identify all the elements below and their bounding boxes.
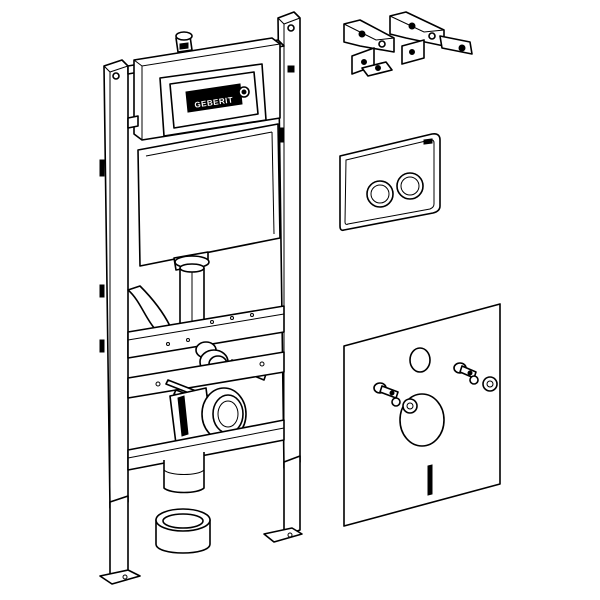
actuator-opening-frame: GEBERIT [159,63,267,137]
bracket-right [389,11,473,65]
fixing-bolt-right [453,362,479,385]
slot-cutout [427,464,433,496]
sound-insulation-set [343,303,501,527]
pipe-sleeve [155,508,211,554]
lower-crossbar [127,351,285,399]
left-foot [99,495,141,585]
flush-pipe [173,251,210,331]
flush-button-large [396,172,424,200]
fixing-brackets [343,11,473,77]
cistern-front-panel [137,123,281,267]
left-upright [99,59,129,509]
pipe-bend-hidden [127,285,171,331]
side-bracket [127,115,139,129]
inlet-cutout [409,347,431,373]
drain-pipe-stub [163,452,205,494]
right-foot [263,455,303,543]
fixing-bolt-left [373,382,401,407]
washer-left [402,398,418,414]
flush-button-small [366,180,394,208]
washer-right [482,376,498,392]
installation-frame: GEBERIT [99,11,303,585]
water-inlet-valve [175,31,193,53]
middle-crossbar [127,305,285,359]
actuator-plate [339,133,441,232]
bottom-crossbar [127,419,285,471]
wc-connection-bend [169,387,247,445]
bracket-left [343,19,395,77]
right-upright [277,11,301,469]
